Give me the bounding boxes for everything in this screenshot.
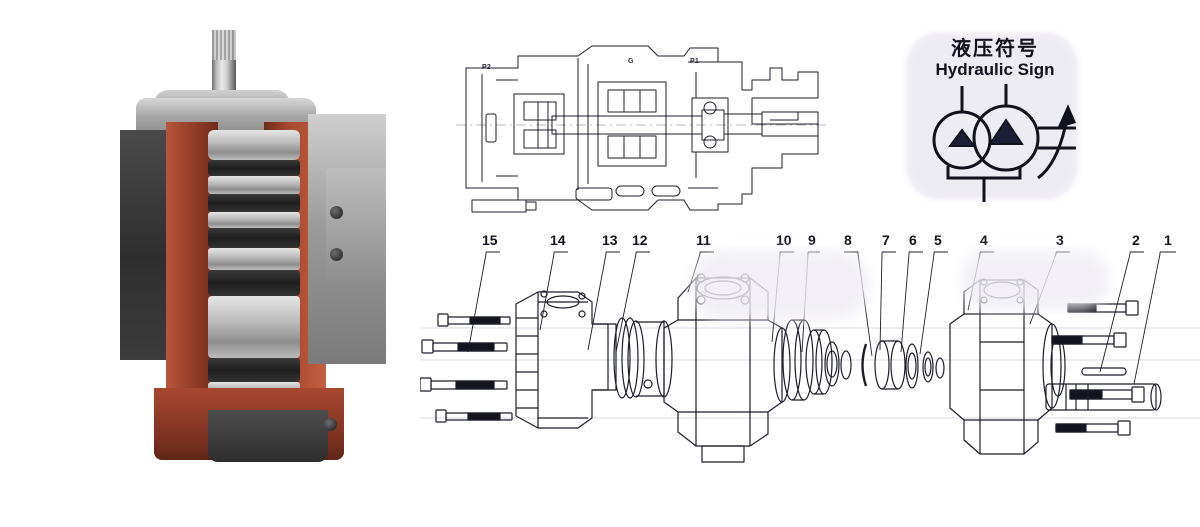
scan-tint-2 (960, 250, 1110, 310)
rear-cover-housing (515, 290, 617, 429)
callout-7: 7 (882, 232, 890, 248)
flow-triangle-right (988, 118, 1024, 145)
rear-bolt (420, 377, 508, 392)
bolt-hole-photo (330, 206, 343, 219)
callout-15: 15 (482, 232, 498, 248)
rear-bolt (437, 313, 511, 327)
rotor-collar-photo (208, 130, 300, 160)
rotor-groove-4-photo (208, 270, 300, 296)
callout-13: 13 (602, 232, 618, 248)
callout-4: 4 (980, 232, 988, 248)
drive-key (1081, 367, 1127, 376)
shaft-seal (922, 351, 945, 383)
rotor-land-1-photo (208, 176, 300, 194)
rear-bolt (435, 409, 513, 423)
exploded-parts-diagram: 15 14 13 12 11 10 9 8 7 6 5 4 3 2 1 (420, 232, 1200, 482)
panel-tint-background (906, 32, 1078, 200)
bearing-race-photo (208, 296, 300, 358)
construction-lines (420, 327, 1200, 419)
right-boss-photo (326, 168, 386, 288)
exploded-svg (420, 251, 1200, 463)
port-label-p1: P1 (690, 58, 699, 65)
rotor-groove-5-photo (208, 358, 300, 382)
hydraulic-title-english: Hydraulic Sign (935, 60, 1055, 79)
cross-section-svg (456, 45, 828, 213)
front-bolt (1055, 420, 1131, 436)
rear-bolt-group (420, 313, 513, 423)
rotor-cartridge (782, 319, 840, 401)
callout-8: 8 (844, 232, 852, 248)
front-bolt (1051, 332, 1127, 348)
callout-3: 3 (1056, 232, 1064, 248)
callout-11: 11 (696, 232, 711, 248)
callout-12: 12 (632, 232, 648, 248)
hydraulic-symbol-panel: 液压符号 Hydraulic Sign (900, 18, 1090, 208)
callout-2: 2 (1132, 232, 1140, 248)
rear-bearing-flange (627, 320, 673, 398)
rotor-groove-1-photo (208, 160, 300, 176)
variable-arrow-head (1057, 104, 1077, 129)
rotor-land-3-photo (208, 248, 300, 270)
base-dark-photo (208, 410, 328, 462)
hydraulic-symbol-svg (932, 84, 1077, 202)
port-label-p2: P2 (482, 64, 491, 71)
rear-bolt (421, 339, 508, 354)
rear-seal-ring (613, 317, 639, 399)
callout-14: 14 (550, 232, 566, 248)
drive-shaft (1045, 383, 1162, 411)
callout-5: 5 (934, 232, 942, 248)
shaft-spline-photo (212, 30, 236, 60)
pump-cutaway-photo (58, 18, 386, 478)
thrust-washer (874, 340, 906, 390)
port-label-g: G (628, 58, 634, 65)
snap-ring (861, 343, 868, 387)
flow-triangle-left (948, 128, 976, 147)
rotor-groove-3-photo (208, 228, 300, 248)
cam-ring (840, 350, 852, 380)
rotor-groove-2-photo (208, 194, 300, 212)
hydraulic-title-chinese: 液压符号 (951, 36, 1039, 60)
front-bolt (1069, 386, 1145, 403)
pump-cross-section-drawing: P2 G P1 (452, 28, 832, 220)
callout-1: 1 (1164, 232, 1172, 248)
drive-shaft-lines (1038, 126, 1076, 150)
callout-10: 10 (776, 232, 792, 248)
bolt-hole-photo (330, 248, 343, 261)
rotor-land-2-photo (208, 212, 300, 228)
mounting-flange-disc (1042, 323, 1062, 409)
callout-9: 9 (808, 232, 816, 248)
scan-tint-1 (690, 250, 870, 320)
callout-6: 6 (909, 232, 917, 248)
spacer-ring (905, 343, 919, 389)
bolt-hole-photo (324, 418, 337, 431)
